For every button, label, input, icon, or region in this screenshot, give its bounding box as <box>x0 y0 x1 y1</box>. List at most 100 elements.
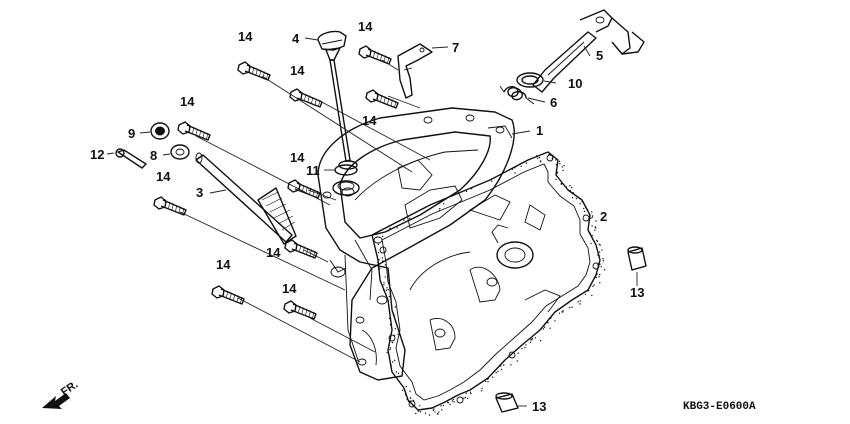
stipple-dot <box>451 400 454 402</box>
stipple-dot <box>424 412 427 414</box>
stipple-dot <box>392 361 394 363</box>
stipple-dot <box>581 201 583 203</box>
dowel-pin-upper <box>627 246 647 271</box>
flange-bolt <box>287 179 321 199</box>
stipple-dot <box>403 388 405 390</box>
direction-label: FR. <box>59 379 80 399</box>
stipple-dot <box>537 157 539 159</box>
stipple-dot <box>587 290 590 292</box>
stipple-dot <box>510 364 512 366</box>
stipple-dot <box>491 180 493 182</box>
stipple-dot <box>377 243 380 245</box>
stipple-dot <box>384 264 387 266</box>
callout-11: 11 <box>306 163 320 178</box>
bracket <box>397 43 433 99</box>
stipple-dot <box>591 225 593 227</box>
stipple-dot <box>579 303 581 305</box>
stipple-dot <box>390 324 392 326</box>
stipple-dot <box>555 159 557 161</box>
callout-14-i: 14 <box>216 257 231 272</box>
stipple-dot <box>583 207 585 210</box>
stipple-dot <box>599 244 601 246</box>
stipple-dot <box>387 289 389 291</box>
stipple-dot <box>469 391 472 393</box>
stipple-dot <box>560 183 563 185</box>
stipple-dot <box>599 273 601 276</box>
oil-seal <box>150 122 170 140</box>
callout-9: 9 <box>128 126 135 141</box>
stipple-dot <box>591 211 593 213</box>
callout-14-e: 14 <box>180 94 195 109</box>
stipple-dot <box>377 261 379 263</box>
dowel-pin-lower <box>495 392 519 413</box>
stipple-dot <box>542 328 545 330</box>
stipple-dot <box>583 210 586 213</box>
callout-5: 5 <box>596 48 603 63</box>
stipple-dot <box>569 189 571 192</box>
stipple-dot <box>591 294 593 297</box>
stipple-dot <box>590 242 592 245</box>
stipple-dot <box>395 376 397 379</box>
leader-lines <box>106 37 638 407</box>
stipple-dot <box>447 401 449 404</box>
stipple-dot <box>539 340 542 342</box>
stipple-dot <box>562 169 564 172</box>
stipple-dot <box>569 185 571 187</box>
stipple-dot <box>558 312 561 314</box>
stipple-dot <box>549 153 551 155</box>
stipple-dot <box>382 260 384 262</box>
stipple-dot <box>470 393 472 395</box>
stipple-dot <box>596 239 598 242</box>
stipple-dot <box>596 273 598 275</box>
stipple-dot <box>389 347 392 349</box>
stipple-dot <box>377 263 380 265</box>
callout-14-a: 14 <box>238 29 253 44</box>
callout-8: 8 <box>150 148 157 163</box>
stipple-dot <box>555 178 557 181</box>
callout-3: 3 <box>196 185 203 200</box>
stipple-dot <box>593 284 595 286</box>
callout-14-h: 14 <box>266 245 281 260</box>
callout-2: 2 <box>600 209 607 224</box>
stipple-dot <box>514 172 516 174</box>
stipple-dot <box>598 251 601 253</box>
front-direction-indicator: FR. <box>42 379 80 409</box>
stipple-dot <box>449 398 451 400</box>
gasket-stipple <box>372 153 606 416</box>
stipple-dot <box>464 396 467 399</box>
stipple-dot <box>497 370 499 373</box>
stipple-dot <box>466 397 469 400</box>
cover-gasket <box>371 151 606 416</box>
stipple-dot <box>571 196 574 199</box>
flange-bolt <box>358 45 392 65</box>
coil-spring <box>499 85 535 105</box>
stipple-dot <box>404 394 407 396</box>
stipple-dot <box>592 285 594 288</box>
stipple-dot <box>594 229 596 231</box>
stipple-dot <box>561 311 564 313</box>
callout-14-b: 14 <box>290 63 305 78</box>
stipple-dot <box>388 295 391 298</box>
stipple-dot <box>571 186 573 189</box>
stipple-dot <box>550 317 552 319</box>
stipple-dot <box>517 352 519 354</box>
stipple-dot <box>409 390 411 392</box>
callout-10: 10 <box>568 76 582 91</box>
flange-bolt <box>284 239 318 259</box>
stipple-dot <box>558 160 561 163</box>
stipple-dot <box>383 282 385 284</box>
crankcase-cover <box>317 107 515 381</box>
diagram-code: KBG3-E0600A <box>683 401 756 413</box>
stipple-dot <box>594 226 596 228</box>
stipple-dot <box>452 398 454 401</box>
flange-bolt <box>365 89 399 109</box>
stipple-dot <box>520 165 522 167</box>
stipple-dot <box>393 314 395 316</box>
stipple-dot <box>521 348 523 350</box>
stipple-dot <box>415 412 417 415</box>
stipple-dot <box>556 171 558 174</box>
stipple-dot <box>394 359 396 362</box>
stipple-dot <box>547 322 549 324</box>
stipple-dot <box>595 220 597 222</box>
